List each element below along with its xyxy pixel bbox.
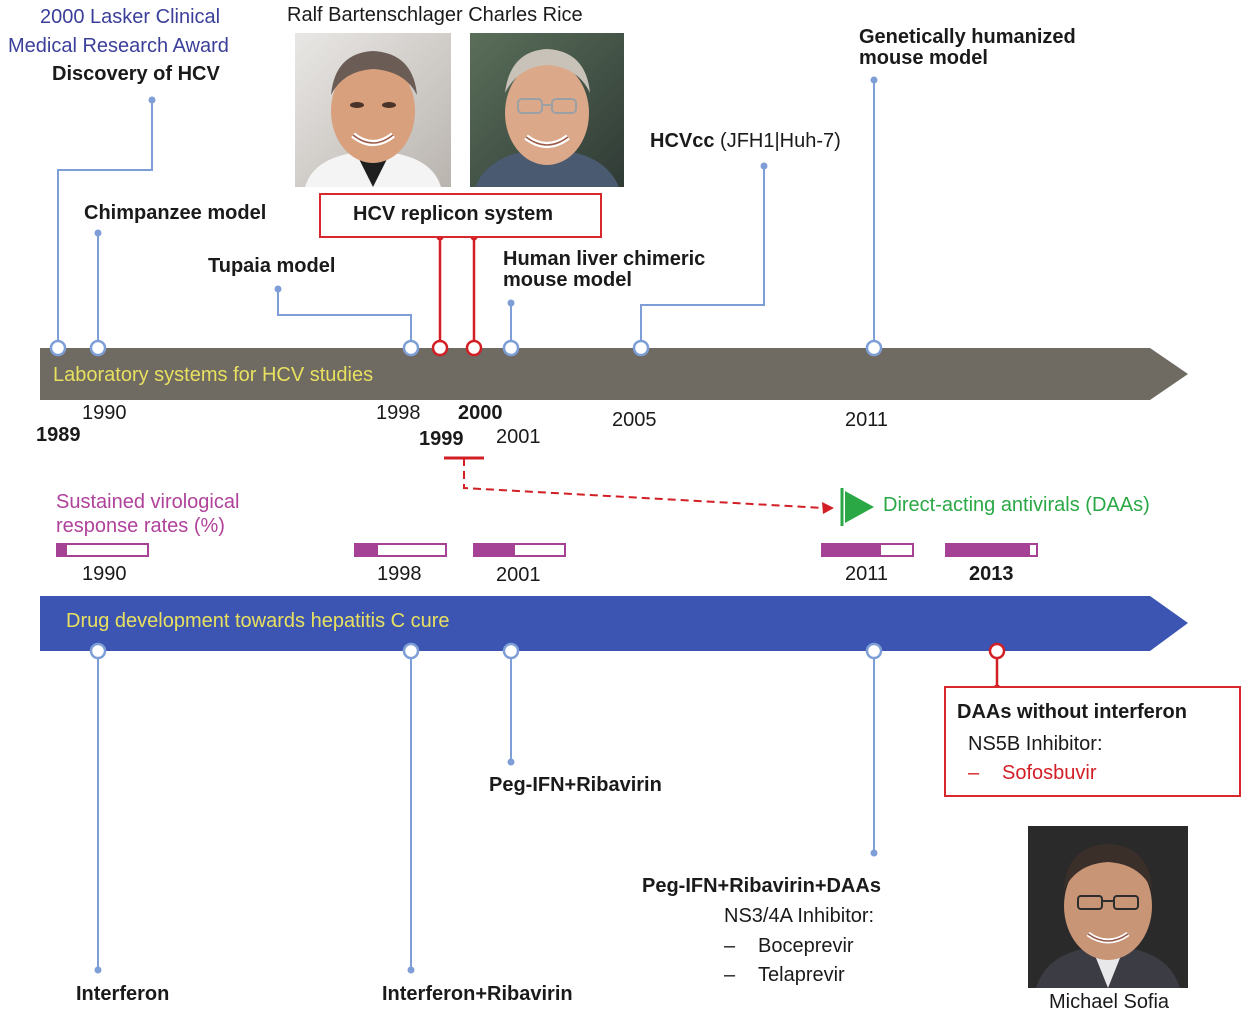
year-1990: 1990 <box>82 402 127 424</box>
svr-year-2011: 2011 <box>845 563 889 585</box>
connector-hcvcc <box>640 166 765 342</box>
bartenschlager-photo <box>295 33 451 187</box>
drug-node-2001 <box>502 642 520 660</box>
svr-year-2013: 2013 <box>969 563 1014 585</box>
svr-bar-2001 <box>473 543 566 557</box>
node-2000 <box>465 339 483 357</box>
hcvcc-detail: (JFH1|Huh-7) <box>714 130 841 152</box>
svr-bar-1990 <box>56 543 149 557</box>
telaprevir-item: –Telaprevir <box>724 964 845 986</box>
sofosbuvir-label: Sofosbuvir <box>1002 762 1097 784</box>
node-1998 <box>402 339 420 357</box>
svr-fill-1998 <box>356 545 379 555</box>
chimeric-line1: Human liver chimeric <box>503 248 706 270</box>
svr-title-line2: response rates (%) <box>56 515 225 537</box>
interferon-ribavirin-label: Interferon+Ribavirin <box>382 983 573 1005</box>
svr-fill-2013 <box>947 545 1030 555</box>
sofia-caption: Michael Sofia <box>1049 991 1170 1013</box>
drug-development-arrow <box>40 596 1188 651</box>
lasker-award-line1: 2000 Lasker Clinical <box>40 6 221 28</box>
svr-title-line1: Sustained virological <box>56 491 240 513</box>
year-2001: 2001 <box>496 426 541 448</box>
drug-node-2013 <box>988 642 1006 660</box>
svr-title: Sustained virological response rates (%) <box>56 490 239 538</box>
svr-bar-2011 <box>821 543 914 557</box>
drug-node-1998 <box>402 642 420 660</box>
ns34a-inhibitor-label: NS3/4A Inhibitor: <box>724 905 875 927</box>
node-1989 <box>49 339 67 357</box>
daa-flag-label: Direct-acting antivirals (DAAs) <box>883 494 1150 516</box>
node-2011 <box>865 339 883 357</box>
boceprevir-label: Boceprevir <box>758 935 854 957</box>
interferon-label: Interferon <box>76 983 170 1005</box>
discovery-of-hcv-label: Discovery of HCV <box>52 63 220 85</box>
node-1999 <box>431 339 449 357</box>
peg-daas-title: Peg-IFN+Ribavirin+DAAs <box>642 875 881 897</box>
drug-development-arrow-label: Drug development towards hepatitis C cur… <box>66 610 450 632</box>
drug-node-2011 <box>865 642 883 660</box>
svr-year-1990: 1990 <box>82 563 127 585</box>
svr-bar-1998 <box>354 543 447 557</box>
year-1998: 1998 <box>376 402 421 424</box>
sofia-photo <box>1028 826 1188 988</box>
bartenschlager-rice-caption: Ralf Bartenschlager Charles Rice <box>287 4 583 26</box>
sofosbuvir-item: –Sofosbuvir <box>968 762 1097 784</box>
daas-without-interferon-box: DAAs without interferon NS5B Inhibitor: … <box>944 686 1241 797</box>
hcv-replicon-box: HCV replicon system <box>319 193 602 238</box>
humanized-line1: Genetically humanized <box>859 26 1076 48</box>
year-1989: 1989 <box>36 424 81 446</box>
svr-year-2001: 2001 <box>496 564 541 586</box>
humanized-line2: mouse model <box>859 47 988 69</box>
year-1999: 1999 <box>419 428 464 450</box>
year-2005: 2005 <box>612 409 657 431</box>
rice-photo <box>470 33 624 187</box>
chimeric-line2: mouse model <box>503 269 632 291</box>
lasker-award-line2: Medical Research Award <box>8 35 229 57</box>
lab-systems-arrow-label: Laboratory systems for HCV studies <box>53 364 374 386</box>
peg-ribavirin-label: Peg-IFN+Ribavirin <box>489 774 662 796</box>
svr-fill-2001 <box>475 545 516 555</box>
svr-bar-2013 <box>945 543 1038 557</box>
hcvcc-bold: HCVcc <box>650 130 715 152</box>
tupaia-model-label: Tupaia model <box>208 255 336 277</box>
hcv-replicon-label: HCV replicon system <box>353 203 554 225</box>
svr-year-1998: 1998 <box>377 563 422 585</box>
telaprevir-label: Telaprevir <box>758 964 845 986</box>
svr-fill-1990 <box>58 545 67 555</box>
connector-discovery <box>57 100 153 342</box>
boceprevir-item: –Boceprevir <box>724 935 854 957</box>
node-1990 <box>89 339 107 357</box>
connector-tupaia <box>277 289 412 342</box>
drug-node-1990 <box>89 642 107 660</box>
daas-without-interferon-title: DAAs without interferon <box>957 701 1187 723</box>
chimpanzee-model-label: Chimpanzee model <box>84 202 267 224</box>
node-2005 <box>632 339 650 357</box>
daa-flag <box>845 491 874 523</box>
year-2000: 2000 <box>458 402 503 424</box>
year-2011: 2011 <box>845 409 889 431</box>
dashed-arrow-to-daa <box>463 458 825 509</box>
hcvcc-label: HCVcc (JFH1|Huh-7) <box>650 130 841 153</box>
svr-fill-2011 <box>823 545 881 555</box>
humanized-mouse-label: Genetically humanized mouse model <box>859 27 1076 69</box>
node-2001 <box>502 339 520 357</box>
human-liver-chimeric-label: Human liver chimeric mouse model <box>503 249 705 291</box>
ns5b-inhibitor-label: NS5B Inhibitor: <box>968 733 1103 755</box>
lab-systems-arrow <box>40 348 1188 400</box>
